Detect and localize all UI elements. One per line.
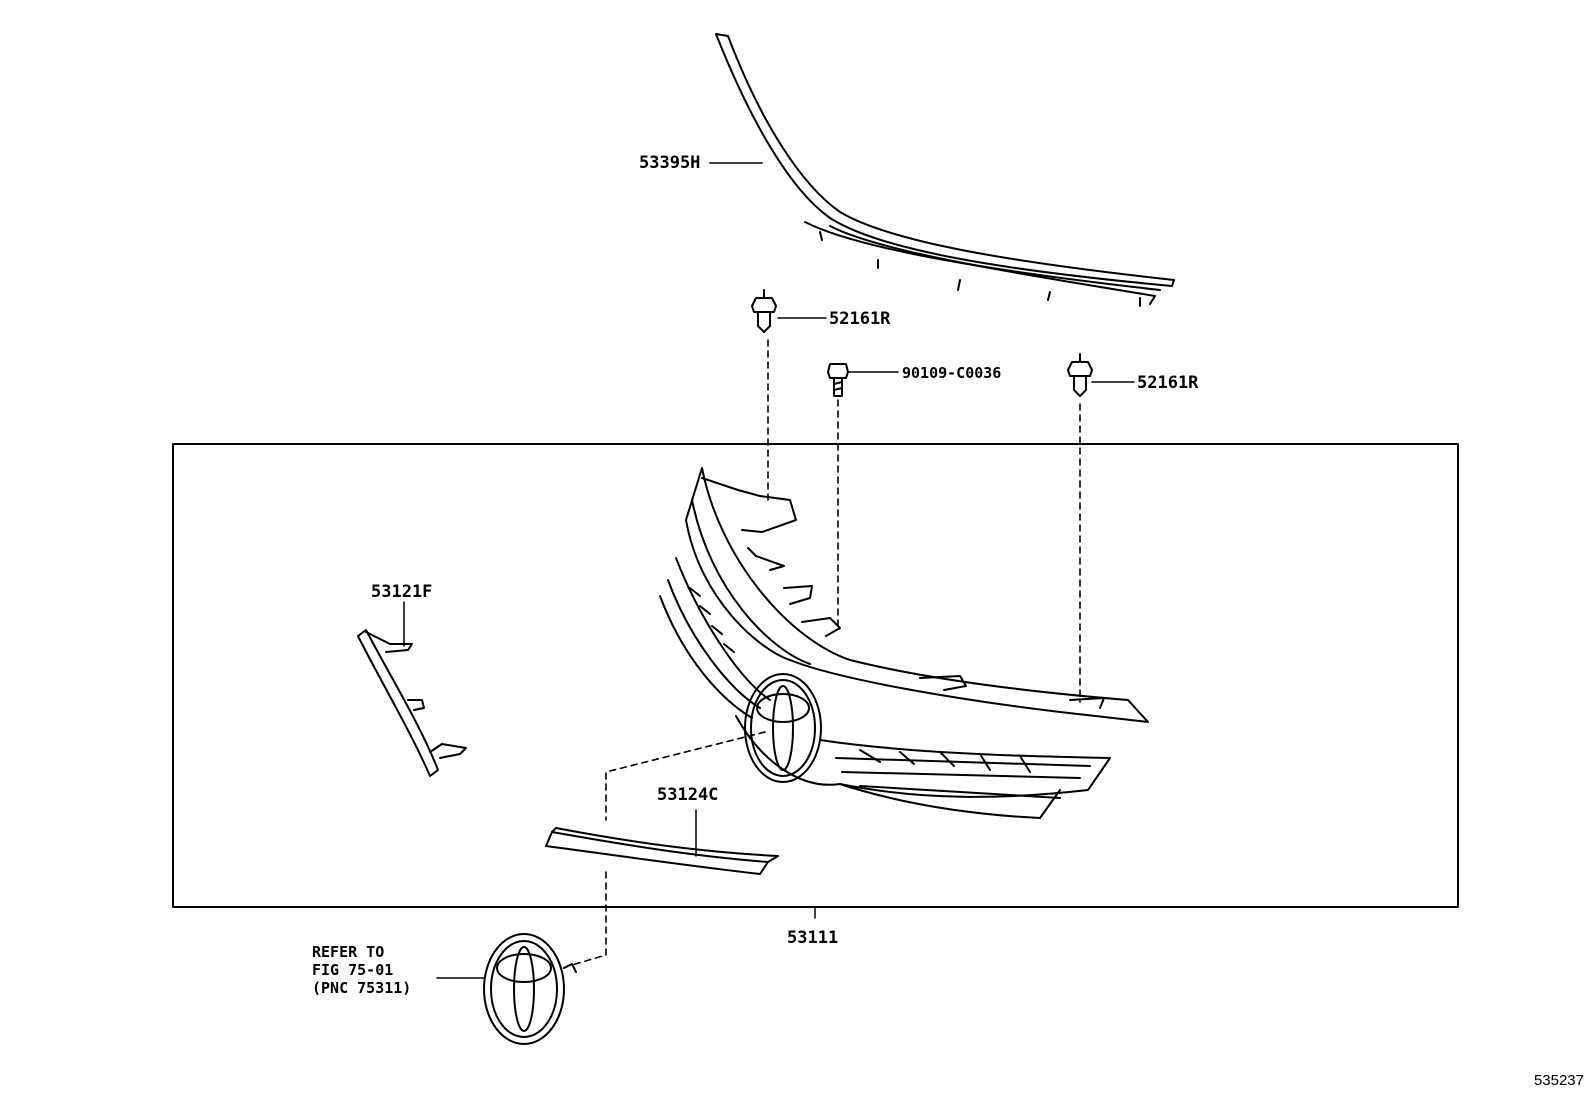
figure-id: 535237 [1533,1072,1584,1089]
label-side-molding: 53121F [371,582,433,602]
toyota-emblem-icon [483,933,577,1045]
clip-left [751,289,777,333]
label-lower-molding: 53124C [657,785,719,805]
toyota-emblem-icon [744,673,822,783]
assembly-box [172,443,1459,908]
clip-right [1067,353,1093,397]
label-clip-right: 52161R [1137,373,1199,393]
refer-line-2: FIG 75-01 [312,961,394,979]
label-upper-molding: 53395H [639,153,701,173]
label-clip-left: 52161R [829,309,891,329]
label-assembly: 53111 [787,928,839,948]
refer-line-3: (PNC 75311) [312,979,412,997]
lower-molding [545,827,779,875]
dashed-guides [571,339,1081,966]
grille [659,467,1149,819]
bolt [827,363,849,397]
side-molding [357,629,467,777]
refer-line-1: REFER TO [312,943,385,961]
label-bolt: 90109-C0036 [902,364,1002,382]
upper-molding [715,33,1175,307]
